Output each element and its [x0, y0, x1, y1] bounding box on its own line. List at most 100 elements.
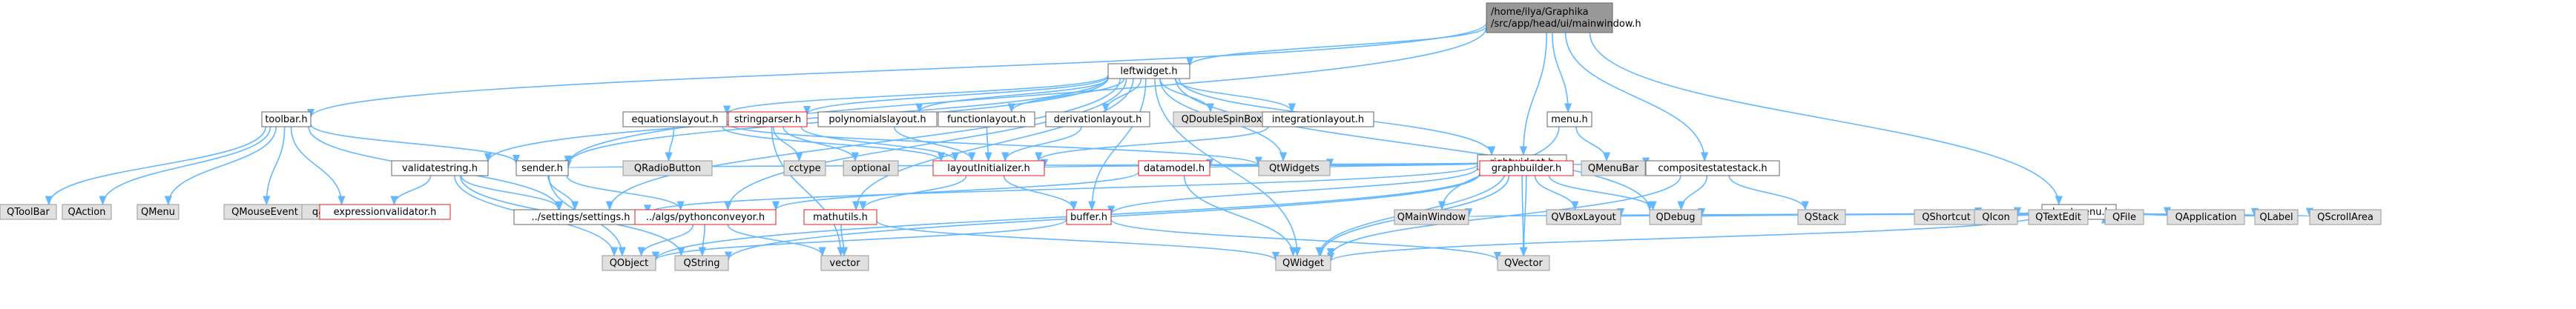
node-label-qobject: QObject [610, 258, 649, 269]
node-qdoublespinbox: QDoubleSpinBox [1173, 111, 1271, 127]
node-label-qstring: QString [683, 258, 719, 269]
edge-toolbar-to-qmenu [164, 126, 277, 206]
edge-datamodel-to-pythonconveyor [772, 171, 1139, 211]
node-qmenu: QMenu [136, 204, 179, 220]
node-validatestring[interactable]: validatestring.h [391, 160, 489, 176]
node-label-graphbuilder: graphbuilder.h [1492, 163, 1562, 174]
node-equationslayout[interactable]: equationslayout.h [622, 111, 728, 127]
edge-stringparser-to-vector [771, 126, 845, 257]
edge-leftwidget-to-buffer [1087, 78, 1147, 211]
node-qdebug: QDebug [1649, 209, 1702, 225]
node-menu[interactable]: menu.h [1546, 111, 1592, 127]
node-label-vector: vector [829, 258, 860, 269]
edge-polynomialslayout-to-layoutinitializer [893, 126, 976, 162]
node-graphbuilder[interactable]: graphbuilder.h [1479, 160, 1574, 176]
node-qlabel: QLabel [2254, 209, 2299, 225]
node-label-stringparser: stringparser.h [734, 114, 801, 125]
edge-mainwindow-to-rightwidget [1519, 32, 1548, 156]
edge-leftwidget-to-settings [605, 78, 1121, 211]
node-label-qmouseevent: QMouseEvent [231, 207, 298, 218]
node-label-polynomialslayout: polynomialslayout.h [829, 114, 926, 125]
node-label-qmenu: QMenu [141, 207, 175, 218]
node-functionlayout[interactable]: functionlayout.h [938, 111, 1035, 127]
node-label-qstack: QStack [1805, 212, 1839, 223]
edge-stringparser-to-cctype [772, 126, 803, 162]
node-integrationlayout[interactable]: integrationlayout.h [1262, 111, 1374, 127]
edge-rightwidget-to-qvector [1519, 169, 1527, 257]
edge-leftwidget-to-qdoublespinbox [1159, 78, 1215, 113]
node-label-qtoolbar: QToolBar [7, 207, 50, 218]
edge-toolbar-to-qmouseevent [263, 126, 286, 206]
node-buffer[interactable]: buffer.h [1066, 209, 1112, 225]
edge-leftwidget-to-equationslayout [723, 74, 1109, 116]
edge-layoutinitializer-to-buffer [1003, 175, 1078, 211]
node-label-qradiobutton: QRadioButton [634, 163, 701, 174]
edge-leftwidget-to-derivationlayout [1101, 78, 1142, 113]
node-box-toolbar [261, 111, 312, 127]
node-label-qvboxlayout: QVBoxLayout [1551, 212, 1615, 223]
node-mathutils[interactable]: mathutils.h [803, 209, 877, 225]
node-box-qtoolbar [0, 204, 57, 220]
edge-compositestatestack-to-qstack [1728, 175, 1809, 211]
edge-equationslayout-to-layoutinitializer [722, 126, 945, 162]
node-datamodel[interactable]: datamodel.h [1138, 160, 1210, 176]
node-leftwidget[interactable]: leftwidget.h [1107, 63, 1190, 79]
node-settings[interactable]: ../settings/settings.h [513, 209, 648, 225]
node-box-expressionvalidator [319, 204, 451, 220]
node-label-derivationlayout: derivationlayout.h [1054, 114, 1142, 125]
node-qvboxlayout: QVBoxLayout [1546, 209, 1621, 225]
edge-graphbuilder-to-qdebug [1548, 175, 1657, 211]
node-box-integrationlayout [1262, 111, 1374, 127]
node-pythonconveyor[interactable]: ../algs/pythonconveyor.h [634, 209, 777, 225]
edge-pythonconveyor-to-vector [727, 224, 826, 257]
node-box-functionlayout [938, 111, 1035, 127]
node-label-equationslayout: equationslayout.h [631, 114, 718, 125]
edge-validatestring-to-expressionvalidator [390, 175, 432, 206]
edge-integrationlayout-to-layoutinitializer [1035, 126, 1269, 162]
node-box-derivationlayout [1045, 111, 1150, 127]
node-expressionvalidator[interactable]: expressionvalidator.h [319, 204, 451, 220]
node-layoutinitializer[interactable]: layoutInitializer.h [932, 160, 1045, 176]
node-sender[interactable]: sender.h [515, 160, 569, 176]
edge-rightwidget-to-buffer [1107, 167, 1478, 216]
node-label-qtextedit: QTextEdit [2035, 212, 2081, 223]
edge-leftwidget-to-integrationlayout [1174, 78, 1296, 113]
node-toolbar[interactable]: toolbar.h [261, 111, 312, 127]
node-box-validatestring [391, 160, 489, 176]
node-label-menu: menu.h [1551, 114, 1588, 125]
edge-mainwindow-to-sheetmenu [1589, 32, 2063, 206]
node-compositestatestack[interactable]: compositestatestack.h [1645, 160, 1780, 176]
node-qmainwindow: QMainWindow [1394, 209, 1469, 225]
node-qwidget: QWidget [1275, 255, 1331, 271]
node-label-mainwindow: /home/ilya/Graphika [1491, 7, 1589, 18]
node-derivationlayout[interactable]: derivationlayout.h [1045, 111, 1150, 127]
node-box-buffer [1066, 209, 1112, 225]
node-mainwindow[interactable]: /home/ilya/Graphika/src/app/head/ui/main… [1486, 2, 1641, 33]
node-stringparser[interactable]: stringparser.h [728, 111, 808, 127]
node-label-compositestatestack: compositestatestack.h [1658, 163, 1767, 174]
node-label-toolbar: toolbar.h [265, 114, 307, 125]
node-qtextedit: QTextEdit [2028, 209, 2089, 225]
node-box-qfile [2104, 209, 2144, 225]
node-label-qwidget: QWidget [1282, 258, 1324, 269]
edge-menu-to-qmenubar [1575, 126, 1611, 162]
node-cctype: cctype [783, 160, 826, 176]
node-qapplication: QApplication [2167, 209, 2245, 225]
edge-mathutils-to-vector [840, 224, 849, 257]
node-qtwidgets: QtWidgets [1258, 160, 1331, 176]
node-box-qmenu [136, 204, 179, 220]
nodes-layer: /home/ilya/Graphika/src/app/head/ui/main… [0, 2, 2382, 271]
edge-validatestring-to-settings [460, 175, 564, 211]
edge-pythonconveyor-to-qobject [637, 224, 694, 257]
edge-leftwidget-to-qdebug [1175, 78, 1654, 211]
node-box-qstring [674, 255, 729, 271]
node-polynomialslayout[interactable]: polynomialslayout.h [817, 111, 938, 127]
edge-pythonconveyor-to-qstring [698, 224, 706, 257]
node-label-sender: sender.h [521, 163, 563, 174]
node-box-equationslayout [622, 111, 728, 127]
node-box-mainwindow [1486, 2, 1613, 33]
node-box-pythonconveyor [634, 209, 777, 225]
edge-toolbar-to-qaction [99, 126, 271, 206]
node-label-buffer: buffer.h [1070, 212, 1107, 223]
edges-layer [45, 22, 2313, 262]
